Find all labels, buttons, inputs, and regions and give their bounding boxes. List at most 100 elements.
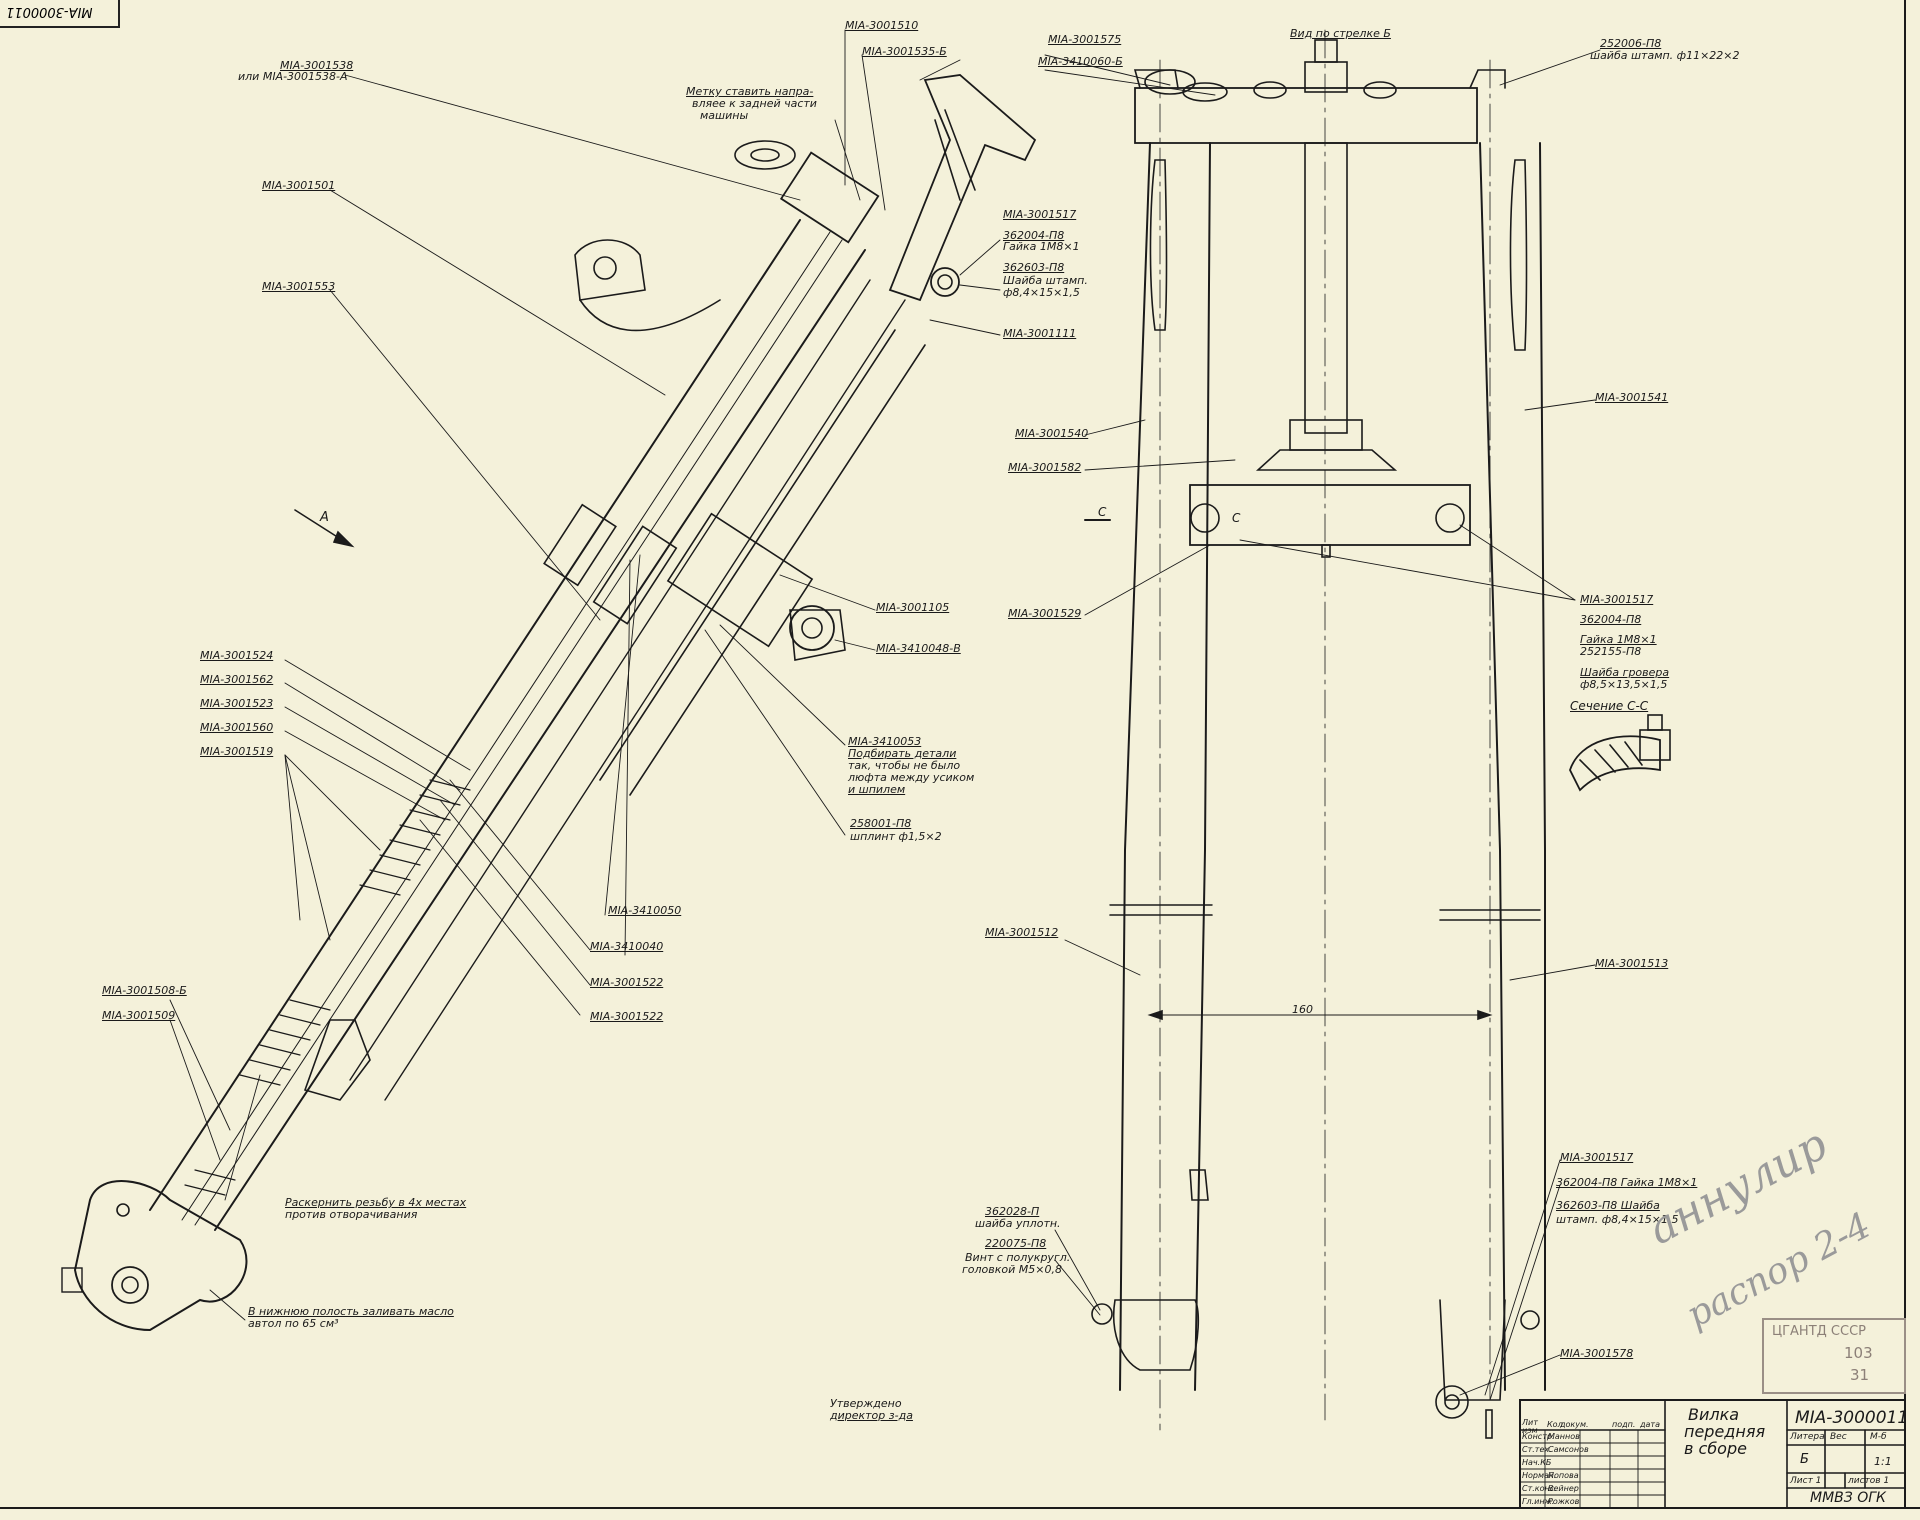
note-oil: автол по 65 см³ — [248, 1317, 339, 1330]
label-part: MIA-3001541 — [1595, 391, 1669, 404]
label-part: MIA-3001512 — [985, 926, 1059, 939]
label-part: MIA-3001524 — [200, 649, 274, 662]
tb-name: Вейнер — [1548, 1484, 1579, 1493]
tb-role: Гл.инж. — [1522, 1497, 1555, 1506]
arrow-label: A — [320, 510, 329, 525]
tb-header: Лит — [1522, 1418, 1538, 1427]
note-marking: машины — [700, 109, 749, 122]
tb-org: ММВЗ ОГК — [1810, 1490, 1886, 1506]
tb-sheet: Лист 1 — [1790, 1476, 1822, 1486]
tb-scale-label: М-б — [1870, 1432, 1887, 1442]
label-part: MIA-3001517 — [1580, 593, 1654, 606]
label-part: MIA-3001111 — [1003, 327, 1077, 340]
section-mark: C — [1098, 505, 1107, 519]
label-part: MIA-3001509 — [102, 1009, 176, 1022]
label-part: 362004-П8 Гайка 1М8×1 — [1556, 1176, 1698, 1189]
note-approved: директор з-да — [830, 1409, 913, 1422]
title-line: передняя — [1684, 1422, 1766, 1441]
label-part: MIA-3410048-B — [876, 642, 961, 655]
section-label: Сечение С-С — [1570, 699, 1649, 713]
label-part: Винт с полукругл. — [965, 1251, 1071, 1264]
right-leaders — [1044, 49, 1601, 1401]
tb-litera: Б — [1800, 1452, 1809, 1467]
tb-name: Маннов — [1548, 1432, 1580, 1441]
label-part-alt: или MIA-3001538-A — [238, 70, 348, 83]
title-line: Вилка — [1688, 1405, 1740, 1424]
label-part: MIA-3001501 — [262, 179, 336, 192]
label-part: 362603-П8 Шайба — [1556, 1199, 1660, 1212]
left-leaders — [169, 74, 801, 1321]
label-part: 362603-П8 — [1003, 261, 1065, 274]
label-part: MIA-3410053 — [848, 735, 922, 748]
tb-name: Рожков — [1548, 1497, 1580, 1506]
tb-header: дата — [1640, 1420, 1660, 1429]
label-part: 362004-П8 — [1580, 613, 1642, 626]
tb-role: Нормак. — [1522, 1471, 1557, 1480]
note-adjust: Подбирать детали — [848, 747, 957, 760]
label-part: 252006-П8 — [1600, 37, 1662, 50]
tb-role: Констр. — [1522, 1432, 1555, 1441]
left-section-view — [61, 74, 1037, 1332]
dimension-160: 160 — [1292, 1003, 1313, 1016]
stamp-title: ЦГАНТД СССР — [1772, 1324, 1866, 1339]
tb-header: подп. — [1612, 1420, 1636, 1429]
tb-role: Нач.КБ — [1522, 1458, 1552, 1467]
tb-litera-label: Литера — [1790, 1432, 1825, 1442]
label-part: Гайка 1М8×1 — [1580, 633, 1657, 646]
tb-scale: 1:1 — [1874, 1455, 1892, 1468]
tb-weight-label: Вес — [1830, 1432, 1847, 1442]
label-part: MIA-3001522 — [590, 976, 664, 989]
tb-header: изм — [1522, 1426, 1538, 1435]
label-part: шайба штамп. ф11×22×2 — [1590, 49, 1740, 62]
note-adjust: люфта между усиком — [848, 771, 975, 784]
note-thread: против отворачивания — [285, 1208, 418, 1221]
label-part: MIA-3001105 — [876, 601, 950, 614]
label-part: ф8,4×15×1,5 — [1003, 286, 1080, 299]
label-part: MIA-3001538 — [280, 59, 354, 72]
label-part: шайба уплотн. — [975, 1217, 1061, 1230]
note-marking: вляее к задней части — [692, 97, 817, 110]
tb-sheets: листов 1 — [1848, 1476, 1890, 1486]
label-part: MIA-3001519 — [200, 745, 274, 758]
label-part: Шайба штамп. — [1003, 274, 1088, 287]
label-part: MIA-3410060-Б — [1038, 55, 1123, 68]
note-marking: Метку ставить напра- — [686, 85, 814, 98]
label-part: 220075-П8 — [985, 1237, 1047, 1250]
label-part: MIA-3001562 — [200, 673, 274, 686]
tb-name: Попова — [1548, 1471, 1579, 1480]
view-label: Вид по стрелке Б — [1290, 27, 1391, 40]
label-part: MIA-3001535-Б — [862, 45, 947, 58]
title-block-lines — [1519, 1399, 1906, 1509]
tb-header: докум. — [1560, 1420, 1589, 1429]
label-part: MIA-3001517 — [1003, 208, 1077, 221]
tb-role: Ст.конс. — [1522, 1484, 1557, 1493]
label-part: MIA-3001575 — [1048, 33, 1122, 46]
label-part: головкой М5×0,8 — [962, 1263, 1062, 1276]
label-part: Гайка 1М8×1 — [1003, 240, 1080, 253]
drawing-code: MIA-3000011 — [1795, 1408, 1909, 1428]
label-part: MIA-3001510 — [845, 19, 919, 32]
corner-code-box: MIA-3000011 — [0, 0, 120, 28]
right-front-view — [1084, 29, 1671, 1439]
note-approved: Утверждено — [830, 1397, 902, 1410]
label-part: шплинт ф1,5×2 — [850, 830, 942, 843]
label-part: MIA-3001508-Б — [102, 984, 187, 997]
label-part: MIA-3001578 — [1560, 1347, 1634, 1360]
label-part: 362028-П — [985, 1205, 1040, 1218]
label-part: MIA-3001582 — [1008, 461, 1082, 474]
note-oil: В нижнюю полость заливать масло — [248, 1305, 454, 1318]
label-part: 252155-П8 — [1580, 645, 1642, 658]
label-part: MIA-3001517 — [1560, 1151, 1634, 1164]
title-line: в сборе — [1684, 1439, 1747, 1458]
tb-role: Ст.тех. — [1522, 1445, 1552, 1454]
tb-header: Кол — [1547, 1420, 1563, 1429]
note-adjust: и шпилем — [848, 783, 906, 796]
tb-name: Самсонов — [1548, 1445, 1589, 1454]
label-part: 258001-П8 — [850, 817, 912, 830]
label-part: MIA-3001522 — [590, 1010, 664, 1023]
label-part: ф8,5×13,5×1,5 — [1580, 678, 1668, 691]
label-part: MIA-3001513 — [1595, 957, 1669, 970]
stamp-number: 103 — [1844, 1344, 1873, 1362]
